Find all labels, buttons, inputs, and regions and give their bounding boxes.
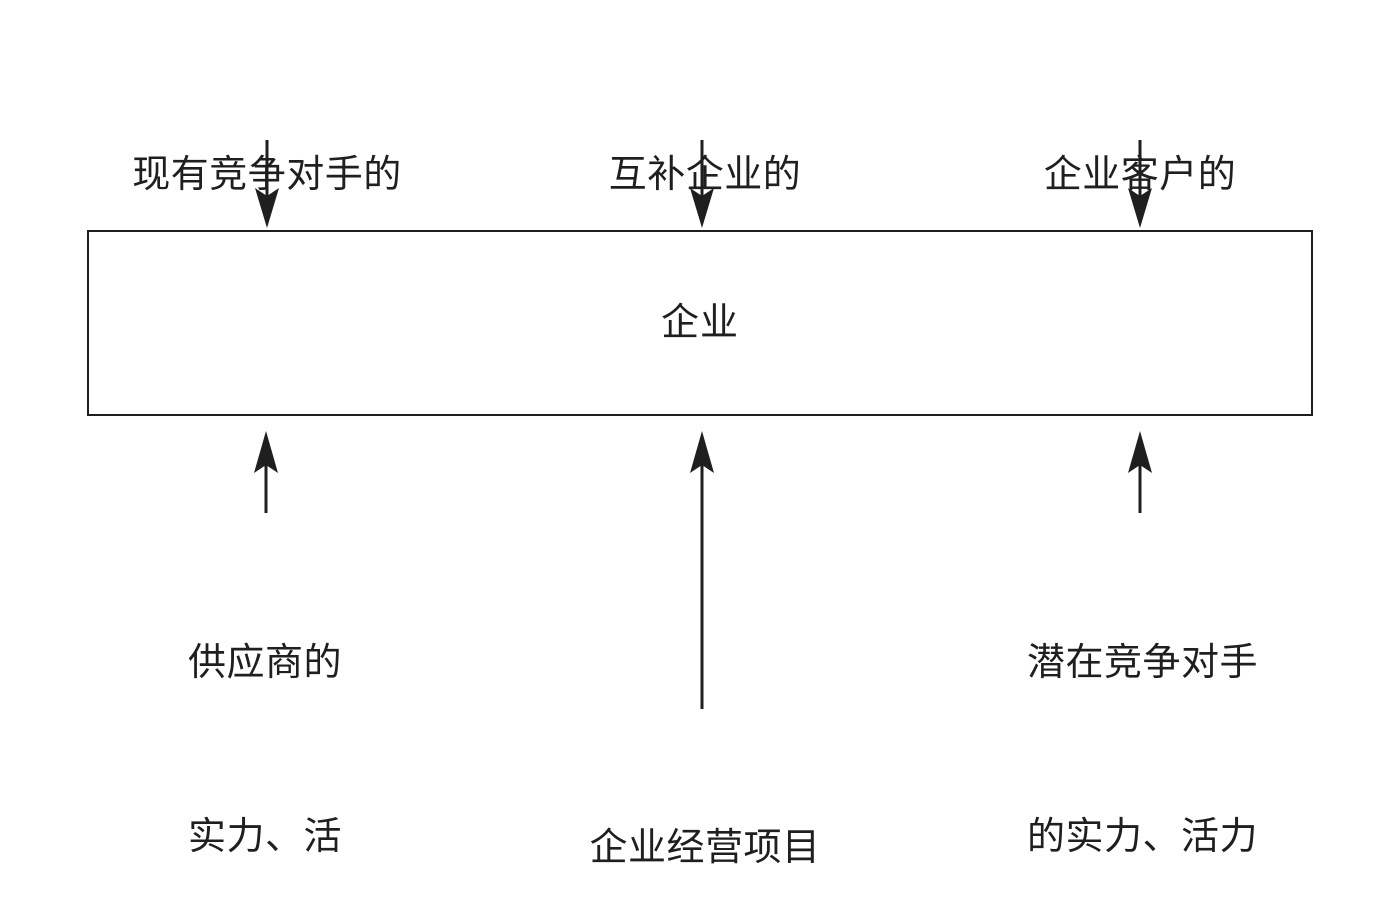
label-line: 供应商的 bbox=[187, 642, 342, 684]
label-line: 的实力、活力 bbox=[1026, 816, 1258, 858]
label-suppliers: 供应商的 实力、活 力和能力 bbox=[140, 518, 390, 900]
enterprise-box: 企业 bbox=[87, 230, 1313, 416]
label-line: 现有竞争对手的 bbox=[132, 154, 402, 196]
label-line: 企业经营项目 bbox=[589, 827, 821, 869]
label-line: 企业客户的 bbox=[1043, 154, 1237, 196]
label-line: 潜在竞争对手 bbox=[1026, 642, 1258, 684]
label-line: 实力、活 bbox=[187, 816, 342, 858]
enterprise-box-label: 企业 bbox=[660, 302, 739, 344]
label-line: 互补企业的 bbox=[608, 154, 802, 196]
label-potential-competitors: 潜在竞争对手 的实力、活力 和能力 bbox=[1005, 518, 1280, 900]
label-substitute-ways: 企业经营项目 采用其他方式 经营的可能性 bbox=[565, 703, 845, 900]
